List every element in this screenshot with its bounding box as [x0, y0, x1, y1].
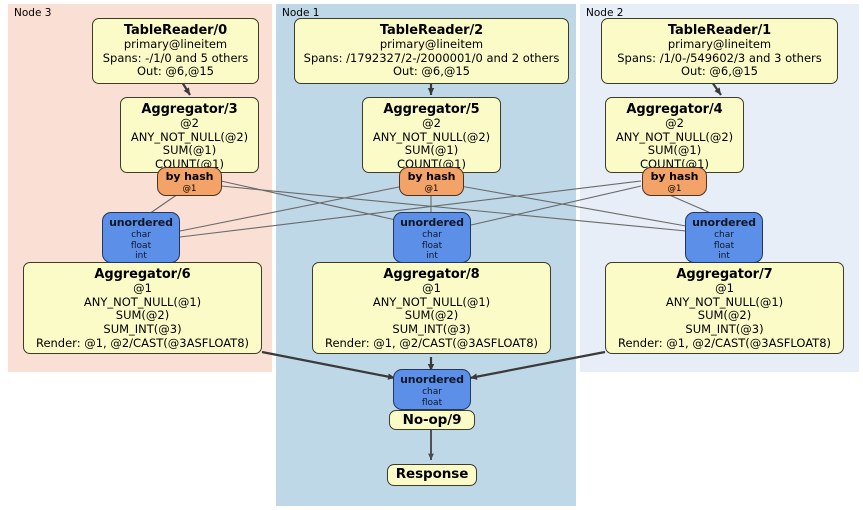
node-response[interactable]: Response: [387, 464, 477, 486]
node-line: Spans: /1792327/2-/2000001/0 and 2 other…: [303, 50, 560, 65]
node-title: unordered: [692, 216, 756, 229]
node-line: @2: [665, 116, 684, 131]
node-title: Aggregator/8: [383, 267, 480, 282]
node-line: Out: @6,@15: [681, 64, 758, 79]
node-line: @1: [182, 183, 197, 194]
node-line: ANY_NOT_NULL(@2): [130, 129, 249, 144]
node-by-hash-left[interactable]: by hash @1: [157, 167, 222, 196]
region-label-node2: Node 2: [586, 7, 624, 19]
node-line: SUM(@1): [647, 143, 702, 158]
node-line: Render: @1, @2/CAST(@3ASFLOAT8): [617, 335, 832, 350]
node-title: No-op/9: [402, 412, 462, 428]
node-line: ANY_NOT_NULL(@1): [372, 294, 491, 309]
node-line: float: [421, 397, 443, 408]
node-title: TableReader/1: [667, 23, 772, 38]
node-title: Response: [395, 466, 469, 482]
node-line: @1: [424, 183, 439, 194]
node-line: primary@lineitem: [379, 37, 484, 52]
node-title: TableReader/0: [123, 23, 228, 38]
node-line: int: [135, 251, 147, 262]
node-title: Aggregator/6: [94, 267, 191, 282]
node-line: ANY_NOT_NULL(@2): [615, 129, 734, 144]
node-unordered-final[interactable]: unordered char float: [393, 369, 471, 410]
node-line: char: [422, 229, 442, 240]
node-line: int: [426, 251, 438, 262]
node-by-hash-right[interactable]: by hash @1: [642, 167, 707, 196]
node-line: SUM(@2): [115, 308, 170, 323]
node-line: ANY_NOT_NULL(@2): [372, 129, 491, 144]
node-line: SUM(@2): [697, 308, 752, 323]
node-aggregator-6[interactable]: Aggregator/6 @1 ANY_NOT_NULL(@1) SUM(@2)…: [23, 262, 262, 354]
node-line: float: [130, 240, 152, 251]
node-title: by hash: [650, 170, 699, 183]
node-by-hash-mid[interactable]: by hash @1: [399, 167, 464, 196]
node-line: float: [713, 240, 735, 251]
node-line: Render: @1, @2/CAST(@3ASFLOAT8): [35, 335, 250, 350]
region-label-node3: Node 3: [14, 7, 52, 19]
node-line: int: [718, 251, 730, 262]
node-line: char: [131, 229, 151, 240]
node-line: SUM_INT(@3): [103, 322, 182, 337]
node-table-reader-0[interactable]: TableReader/0 primary@lineitem Spans: -/…: [92, 18, 259, 84]
node-unordered-left[interactable]: unordered char float int: [102, 212, 180, 263]
node-line: @1: [422, 281, 441, 296]
node-title: Aggregator/5: [383, 102, 480, 117]
node-table-reader-2[interactable]: TableReader/2 primary@lineitem Spans: /1…: [294, 18, 569, 84]
node-line: SUM_INT(@3): [392, 322, 471, 337]
node-line: @2: [180, 116, 199, 131]
node-line: SUM(@2): [404, 308, 459, 323]
node-title: unordered: [400, 216, 464, 229]
node-aggregator-8[interactable]: Aggregator/8 @1 ANY_NOT_NULL(@1) SUM(@2)…: [312, 262, 551, 354]
node-line: Spans: -/1/0 and 5 others: [102, 50, 249, 65]
node-line: ANY_NOT_NULL(@1): [83, 294, 202, 309]
node-line: Spans: /1/0-/549602/3 and 3 others: [617, 50, 822, 65]
node-title: unordered: [400, 373, 464, 386]
node-line: char: [714, 229, 734, 240]
node-line: Render: @1, @2/CAST(@3ASFLOAT8): [324, 335, 539, 350]
node-aggregator-5[interactable]: Aggregator/5 @2 ANY_NOT_NULL(@2) SUM(@1)…: [362, 97, 501, 173]
node-title: Aggregator/4: [626, 102, 723, 117]
node-title: Aggregator/3: [141, 102, 238, 117]
node-unordered-right[interactable]: unordered char float int: [685, 212, 763, 263]
node-unordered-mid[interactable]: unordered char float int: [393, 212, 471, 263]
node-line: primary@lineitem: [667, 37, 772, 52]
node-title: by hash: [407, 170, 456, 183]
node-title: TableReader/2: [379, 23, 484, 38]
node-title: Aggregator/7: [676, 267, 773, 282]
node-title: by hash: [165, 170, 214, 183]
node-table-reader-1[interactable]: TableReader/1 primary@lineitem Spans: /1…: [601, 18, 838, 84]
node-line: ANY_NOT_NULL(@1): [665, 294, 784, 309]
node-line: Out: @6,@15: [137, 64, 214, 79]
node-line: SUM(@1): [404, 143, 459, 158]
node-aggregator-3[interactable]: Aggregator/3 @2 ANY_NOT_NULL(@2) SUM(@1)…: [120, 97, 259, 173]
region-label-node1: Node 1: [282, 7, 320, 19]
node-line: @1: [715, 281, 734, 296]
node-line: SUM(@1): [162, 143, 217, 158]
node-line: @2: [422, 116, 441, 131]
node-title: unordered: [109, 216, 173, 229]
node-line: float: [421, 240, 443, 251]
node-line: @1: [667, 183, 682, 194]
node-line: char: [422, 386, 442, 397]
node-aggregator-4[interactable]: Aggregator/4 @2 ANY_NOT_NULL(@2) SUM(@1)…: [605, 97, 744, 173]
node-line: SUM_INT(@3): [685, 322, 764, 337]
node-line: Out: @6,@15: [393, 64, 470, 79]
node-line: primary@lineitem: [123, 37, 228, 52]
node-line: @1: [133, 281, 152, 296]
node-noop-9[interactable]: No-op/9: [389, 410, 475, 430]
node-aggregator-7[interactable]: Aggregator/7 @1 ANY_NOT_NULL(@1) SUM(@2)…: [605, 262, 844, 354]
